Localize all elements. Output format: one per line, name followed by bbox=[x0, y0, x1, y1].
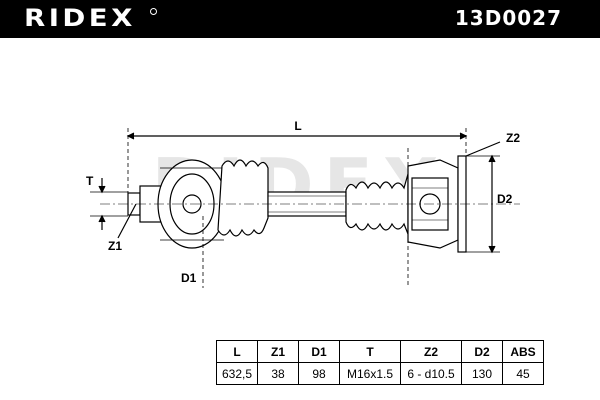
outer-boot bbox=[217, 159, 269, 237]
spec-header-cell: D1 bbox=[298, 340, 340, 363]
spec-value-cell: 98 bbox=[298, 362, 340, 385]
drive-shaft-diagram: RIDEX bbox=[86, 119, 520, 288]
part-number: 13D0027 bbox=[454, 6, 562, 30]
brand-logo: RIDEX bbox=[24, 4, 136, 32]
spec-value-cell: 45 bbox=[502, 362, 544, 385]
spec-value-cell: 6 - d10.5 bbox=[400, 362, 462, 385]
spec-value-cell: M16x1.5 bbox=[339, 362, 401, 385]
spec-header-cell: ABS bbox=[502, 340, 544, 363]
spec-header-cell: T bbox=[339, 340, 401, 363]
label-D1: D1 bbox=[181, 271, 197, 285]
spec-value-cell: 632,5 bbox=[216, 362, 258, 385]
spec-header-row: L Z1 D1 T Z2 D2 ABS bbox=[216, 340, 544, 363]
spec-value-cell: 38 bbox=[257, 362, 299, 385]
trademark-icon bbox=[150, 8, 157, 15]
label-D2: D2 bbox=[497, 192, 513, 206]
spec-value-cell: 130 bbox=[461, 362, 503, 385]
label-Z1: Z1 bbox=[108, 239, 122, 253]
label-Z2: Z2 bbox=[506, 131, 520, 145]
spec-table: L Z1 D1 T Z2 D2 ABS 632,5 38 98 M16x1.5 … bbox=[216, 340, 544, 385]
spec-value-row: 632,5 38 98 M16x1.5 6 - d10.5 130 45 bbox=[216, 362, 544, 385]
spec-header-cell: Z2 bbox=[400, 340, 462, 363]
label-T: T bbox=[86, 174, 94, 188]
spec-header-cell: Z1 bbox=[257, 340, 299, 363]
label-L: L bbox=[294, 119, 301, 133]
spec-header-cell: L bbox=[216, 340, 258, 363]
spec-header-cell: D2 bbox=[461, 340, 503, 363]
header-bar: RIDEX 13D0027 bbox=[0, 0, 600, 38]
